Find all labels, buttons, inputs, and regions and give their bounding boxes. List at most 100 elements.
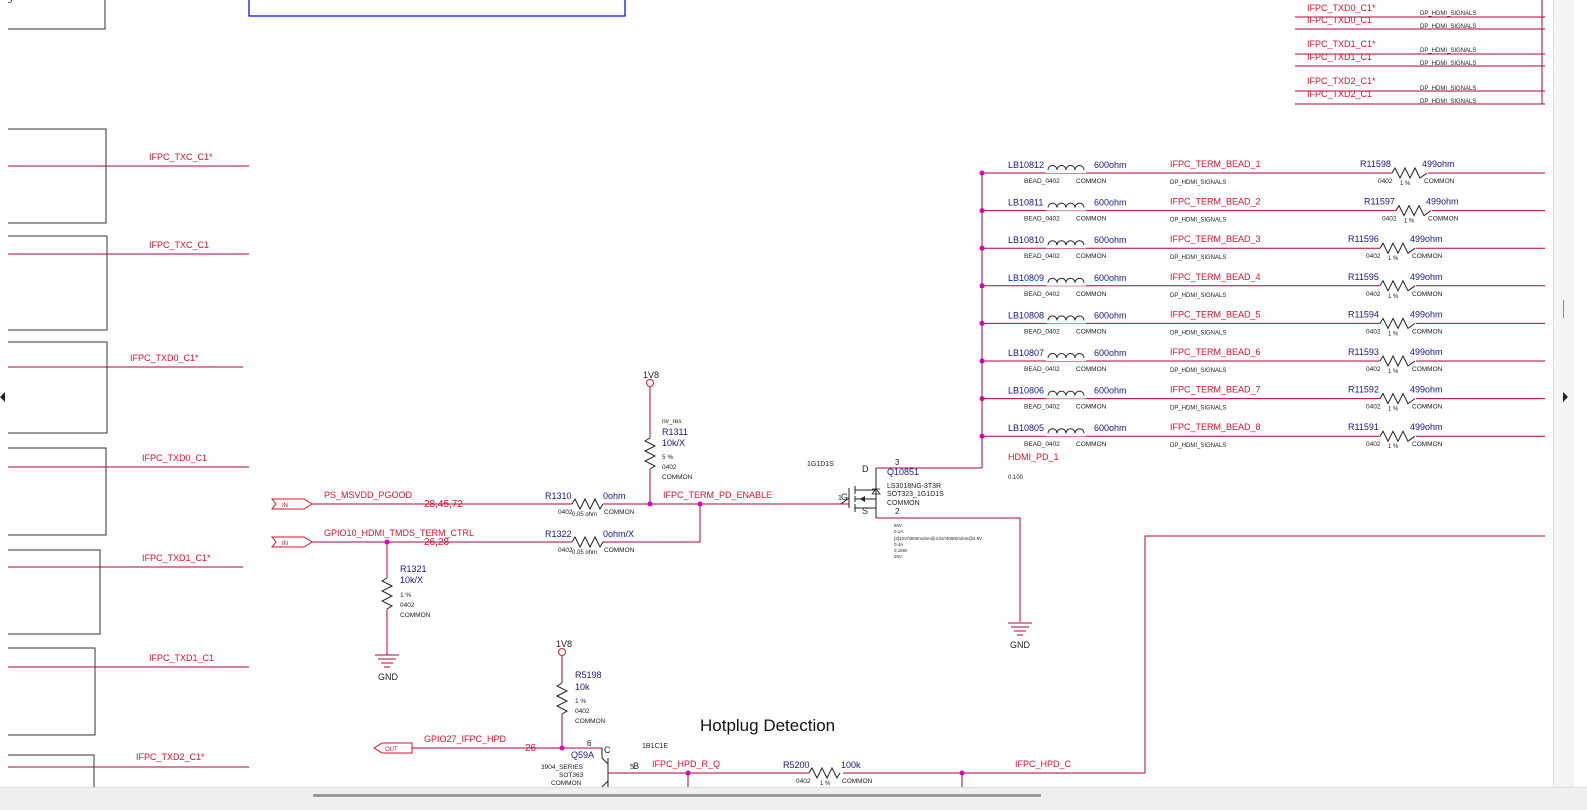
part-header: 1B1C1E [642,743,668,750]
part-ref: Q59A [571,750,594,760]
resistor-r5200[interactable]: R5200 100k 0402 1 % COMMON [783,760,873,787]
port-gpio10-hdmi-tmds-term-ctrl[interactable]: IN [270,536,313,548]
part-ref: R11595 [1348,272,1379,282]
net-class-label: DP_HDMI_SIGNALS [1170,330,1226,336]
section-title: Hotplug Detection [700,716,835,735]
schematic-viewport[interactable]: D IFPC_TXD0_C1* IFPC_TXD0_C1 DP_HDMI_SIG… [8,0,1553,787]
bead-coil [1047,428,1085,434]
resistor-r1322[interactable]: R1322 0ohm/X 0402 0.05 ohm COMMON [545,529,635,556]
bead-coil [1047,353,1085,359]
net-label: IFPC_TERM_BEAD_8 [1170,422,1261,432]
junction [697,501,703,507]
part-outline [8,549,101,635]
net-label: IFPC_TXD0_C1 [1307,15,1372,25]
scroll-grip[interactable] [1563,300,1564,318]
port-dir: IN [282,503,288,509]
part-ref: R11594 [1348,309,1379,319]
corner-letter: D [8,0,13,5]
port-gpio27-ifpc-hpd[interactable]: OUT [373,742,413,754]
net-label: IFPC_TERM_BEAD_1 [1170,159,1261,169]
scroll-right-arrow-icon[interactable] [1563,392,1568,402]
gnd-label: GND [1010,640,1031,650]
part-ref: R5200 [783,760,810,770]
part-tol: 1 % [1388,407,1399,413]
part-tol: 1 % [1388,444,1399,450]
port-dir: OUT [385,747,398,753]
mosfet-q10851[interactable]: 1G1D1S D G S 1 3 2 Q10851 LS3018NG-3T3R … [807,458,982,559]
part-common: COMMON [1076,291,1107,298]
pin-letter: B [633,761,639,771]
part-ref: R11597 [1364,197,1395,207]
resistor-zigzag [1379,354,1416,368]
resistor-zigzag [1379,242,1416,255]
part-package: BEAD_0402 [1024,178,1060,185]
part-package: BEAD_0402 [1024,216,1060,223]
part-tol: 1 % [1388,369,1399,375]
resistor-r1311[interactable]: 1V8 nv_res R1311 10k/X 5 % 0402 COMMON [643,370,693,504]
part-outline [8,447,107,536]
part-common: COMMON [1076,404,1107,411]
part-outline [8,235,108,331]
junction [559,745,565,751]
horizontal-scrollbar[interactable] [0,787,1587,810]
part-package: BEAD_0402 [1024,404,1060,411]
part-tol: 5 % [662,454,673,461]
part-tol: 1 % [575,698,586,705]
net-label: IFPC_TXC_C1 [149,240,209,250]
spec-line: 0.4A [894,542,903,547]
part-value: 600ohm [1094,273,1127,283]
gnd-symbol: GND [1008,622,1032,650]
part-value: 600ohm [1094,160,1127,170]
part-tol: 1 % [1388,331,1399,337]
part-ref: R5198 [575,670,602,680]
part-ref: R11592 [1348,385,1379,395]
part-ref: R11596 [1348,234,1379,244]
part-value: 499ohm [1426,197,1459,207]
bead-coil [1047,390,1085,396]
part-package: BEAD_0402 [1024,328,1060,335]
net-label: HDMI_PD_1 [1008,452,1059,462]
part-common: COMMON [1424,178,1455,185]
part-value: 499ohm [1410,422,1443,432]
part-common: COMMON [1412,253,1443,260]
net-class-label: DP_HDMI_SIGNALS [1170,218,1226,224]
part-package: BEAD_0402 [1024,366,1060,373]
bead-coil [1047,202,1085,208]
net-label: IFPC_TXD1_C1* [1307,39,1376,49]
part-package: 0402 [1378,178,1393,185]
net-class-label: DP_HDMI_SIGNALS [1420,99,1476,105]
top-right-net-group: IFPC_TXD0_C1* IFPC_TXD0_C1 DP_HDMI_SIGNA… [1295,0,1545,105]
net-class-label: DP_HDMI_SIGNALS [1170,180,1226,186]
scroll-left-arrow-icon[interactable] [0,392,5,402]
part-ref: LB10805 [1008,423,1044,433]
port-ps-msvdd-pgood[interactable]: IN [270,498,313,510]
resistor-r5198[interactable]: 1V8 R5198 10k 1 % 0402 COMMON [555,639,606,748]
part-value: 10k [575,682,590,692]
part-header: 1G1D1S [807,461,834,468]
resistor-r1321[interactable]: R1321 10k/X 1 % 0402 COMMON [380,542,431,655]
part-common: COMMON [604,509,635,516]
part-package: BEAD_0402 [1024,441,1060,448]
scroll-thumb[interactable] [313,794,1041,797]
part-tol: 0.05 ohm [572,550,597,556]
part-value: 10k/X [400,575,423,585]
part-ref: LB10810 [1008,235,1044,245]
part-package: 0402 [1366,328,1381,335]
net-label: IFPC_TXD0_C1 [142,453,207,463]
part-value: 0ohm [603,491,626,501]
junction [384,539,390,545]
resistor-r1310[interactable]: R1310 0ohm 0402 0.05 ohm COMMON [545,491,635,518]
transistor-q59a[interactable]: 6 Q59A C 1B1C1E 3904_SERIES SOT363 COMMO… [541,739,668,787]
power-label: 1V8 [643,370,659,380]
part-number: LS3018NG-3T3R [887,483,941,490]
part-common: COMMON [1076,328,1107,335]
net-label: IFPC_TXD1_C1 [149,653,214,663]
